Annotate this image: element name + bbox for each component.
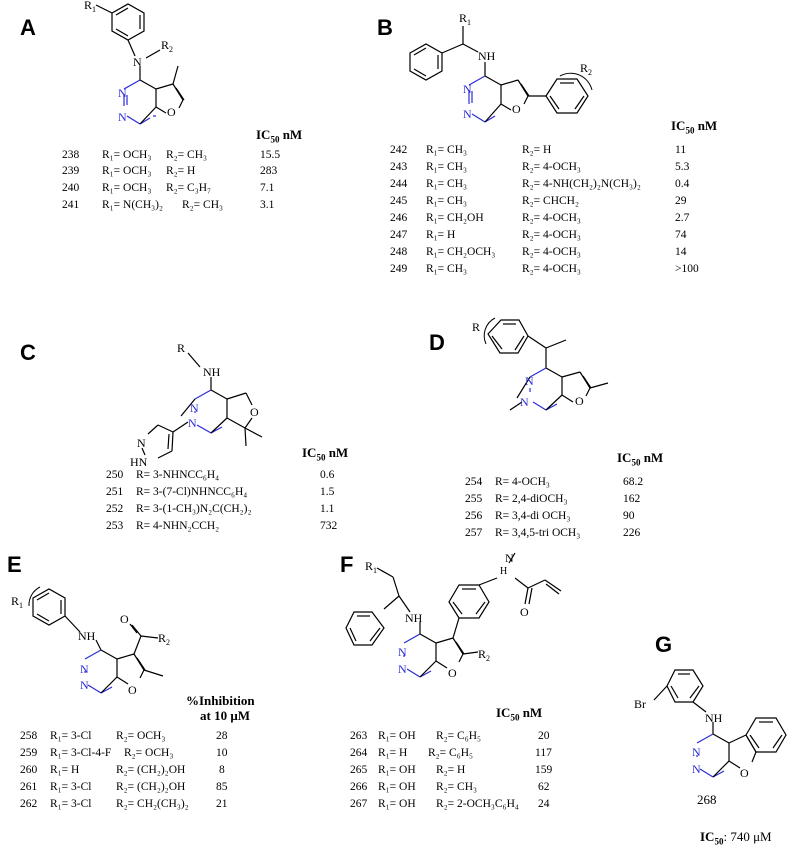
atom-o-amide: O	[520, 605, 529, 619]
structure-c-labels: R NH N N O N HN	[130, 341, 259, 469]
table-header-b: IC50 nM	[671, 118, 718, 136]
atom-nh: NH	[203, 365, 221, 379]
atom-r: R	[177, 341, 185, 355]
atom-br: Br	[634, 697, 646, 711]
structure-c	[141, 352, 263, 459]
atom-n1: N	[118, 110, 127, 124]
panel-label-a: A	[20, 15, 36, 40]
atom-r1: R1	[84, 0, 96, 14]
atom-n1: N	[80, 678, 89, 692]
atom-n3: N	[118, 86, 127, 100]
atom-n3: N	[463, 82, 472, 96]
panel-label-d: D	[429, 330, 445, 355]
structure-b	[409, 26, 593, 123]
panel-label-f: F	[340, 552, 354, 577]
atom-n-amide: N	[505, 551, 514, 565]
panel-label-b: B	[377, 15, 393, 40]
structure-f-labels: R1 NH N N O R2 H N O	[365, 551, 529, 680]
ic50-label-g: IC50: 740 μM	[700, 829, 772, 847]
panel-label-c: C	[20, 340, 36, 365]
atom-n3: N	[692, 745, 701, 759]
atom-r1: R1	[365, 559, 377, 575]
atom-o: O	[250, 405, 259, 419]
atom-nh: NH	[78, 629, 96, 643]
structure-a	[95, 3, 185, 125]
atom-n1: N	[463, 107, 472, 121]
structure-g-labels: Br NH N N O	[634, 697, 749, 780]
atom-o: O	[128, 683, 137, 697]
structure-d-labels: R N N O	[472, 320, 584, 409]
table-header-a: IC50 nM	[256, 127, 303, 145]
atom-o: O	[512, 102, 521, 116]
table-header-e-line1: %Inhibition	[186, 693, 255, 708]
atom-r1: R1	[11, 594, 23, 610]
atom-n: N	[133, 55, 142, 69]
atom-r1: R1	[459, 11, 471, 27]
table-header-d: IC50 nM	[617, 450, 664, 468]
atom-n1: N	[188, 416, 197, 430]
atom-r2: R2	[478, 647, 490, 663]
compound-id-268: 268	[697, 792, 717, 807]
atom-n3: N	[190, 401, 199, 415]
atom-nh: NH	[478, 49, 496, 63]
atom-r2: R2	[161, 38, 173, 54]
table-header-e-line2: at 10 μM	[200, 708, 250, 723]
atom-n1: N	[398, 662, 407, 676]
atom-n1: N	[692, 762, 701, 776]
atom-n3: N	[525, 374, 534, 388]
structure-a-labels: R1 N R2 N N O	[84, 0, 176, 124]
table-header-f: IC50 nM	[496, 705, 543, 723]
atom-o: O	[448, 666, 457, 680]
atom-nh: NH	[405, 611, 423, 625]
structure-e	[28, 586, 164, 694]
structure-g	[653, 669, 787, 778]
atom-n1: N	[520, 395, 529, 409]
panel-label-g: G	[655, 632, 673, 657]
atom-hn: HN	[130, 455, 148, 469]
atom-r2: R2	[158, 631, 170, 647]
structure-b-labels: R1 NH N N O R2	[459, 11, 592, 121]
atom-o: O	[575, 394, 584, 408]
structure-d	[483, 317, 609, 411]
atom-o-carbonyl: O	[120, 612, 129, 626]
table-header-c: IC50 nM	[302, 445, 349, 463]
atom-nh: NH	[705, 711, 723, 725]
panel-label-e: E	[7, 552, 22, 577]
atom-o: O	[740, 766, 749, 780]
atom-n3: N	[398, 645, 407, 659]
atom-n: N	[137, 436, 146, 450]
atom-o: O	[167, 105, 176, 119]
atom-r: R	[472, 320, 480, 334]
atom-n3: N	[80, 662, 89, 676]
structure-f	[345, 552, 562, 678]
atom-nh-amide: H	[500, 566, 507, 577]
structure-e-labels: R1 NH N N O O R2	[11, 594, 170, 697]
atom-r2: R2	[580, 61, 592, 77]
